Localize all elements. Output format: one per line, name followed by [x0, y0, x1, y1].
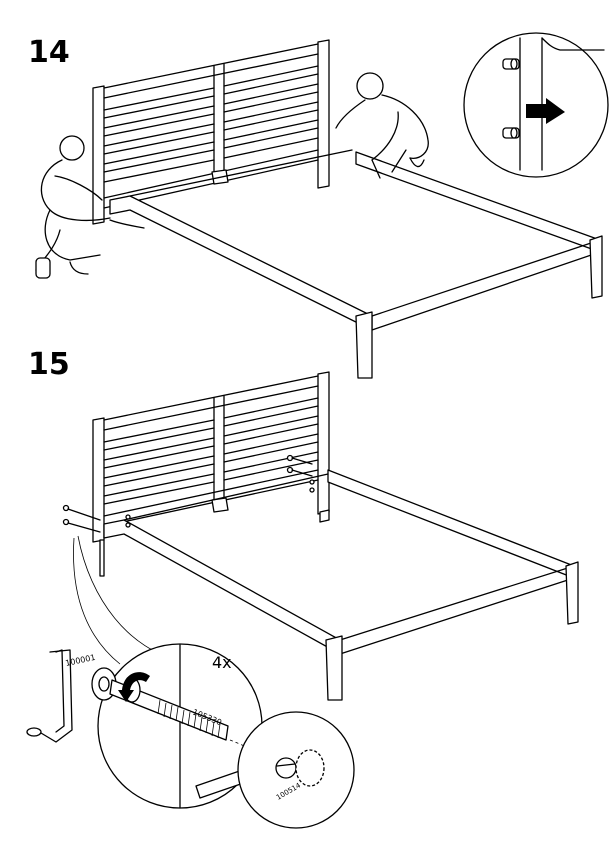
part-allen-key-label: 100001: [65, 653, 97, 668]
bolts: [62, 454, 315, 533]
step-15-illustration: 100001 105330 4x 100514: [26, 371, 579, 829]
bed-frame: [109, 149, 603, 379]
bed-frame: [103, 469, 579, 701]
rotate-arrow-icon: [118, 672, 150, 702]
person-left: [35, 135, 145, 279]
step-14-illustration: [35, 32, 609, 379]
detail-callout: [463, 32, 609, 178]
person-right: [335, 72, 429, 179]
headboard: [92, 39, 330, 225]
headboard: [92, 371, 330, 577]
barrel-nut-detail-callout: 100514: [237, 711, 355, 829]
quantity-label: 4x: [212, 653, 232, 672]
step-15-number: 15: [28, 347, 70, 382]
callout-line-left-2: [73, 537, 121, 665]
step-14-number: 14: [28, 35, 70, 70]
arrow-right-icon: [526, 98, 565, 124]
